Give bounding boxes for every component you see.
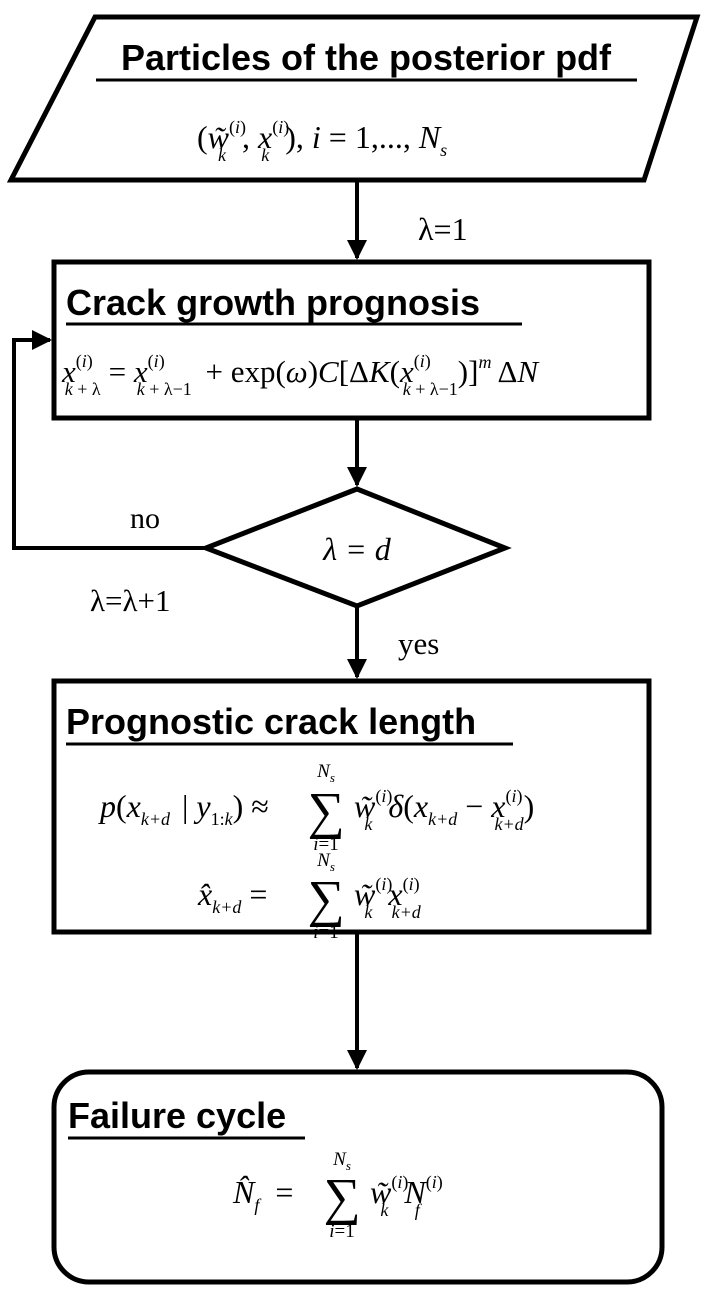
no-label: no	[130, 502, 160, 535]
prognostic-length-title: Prognostic crack length	[66, 701, 476, 742]
decision-node: λ = d	[199, 486, 512, 609]
prognostic-length-box	[51, 678, 652, 935]
svg-text:x̂k+d =: x̂k+d =	[197, 876, 267, 917]
svg-text:∑: ∑	[307, 871, 344, 928]
svg-text:w̃(i)kx(i)k+d: w̃(i)kx(i)k+d	[354, 874, 422, 922]
edge-no-loop	[12, 330, 206, 550]
particles-node: Particles of the posterior pdf (w̃(i)k, …	[6, 14, 701, 183]
svg-text:i=1: i=1	[313, 922, 339, 943]
yes-label: yes	[398, 626, 439, 661]
init-label: λ=1	[418, 211, 468, 247]
failure-cycle-title: Failure cycle	[68, 1095, 286, 1136]
prognostic-length-node: Prognostic crack length p(xk+d | y1:k) ≈…	[51, 678, 652, 943]
svg-text:w̃(i)kN(i)f: w̃(i)kN(i)f	[370, 1172, 443, 1220]
crack-growth-box	[51, 259, 652, 421]
particles-parallelogram	[6, 14, 701, 183]
svg-text:i=1: i=1	[329, 1221, 355, 1242]
svg-text:p(xk+d | y1:k) ≈: p(xk+d | y1:k) ≈	[98, 788, 269, 829]
svg-text:∑: ∑	[307, 783, 344, 840]
failure-cycle-box	[51, 1069, 665, 1285]
decision-condition: λ = d	[322, 531, 391, 567]
svg-text:i=1: i=1	[313, 834, 339, 855]
particles-title: Particles of the posterior pdf	[121, 37, 612, 78]
svg-text:∑: ∑	[323, 1169, 360, 1226]
increment-label: λ=λ+1	[90, 583, 171, 618]
crack-growth-title: Crack growth prognosis	[66, 282, 480, 323]
svg-text:N̂f =: N̂f =	[232, 1174, 293, 1215]
crack-growth-node: Crack growth prognosis x(i)k + λ= x(i)k …	[51, 259, 652, 421]
